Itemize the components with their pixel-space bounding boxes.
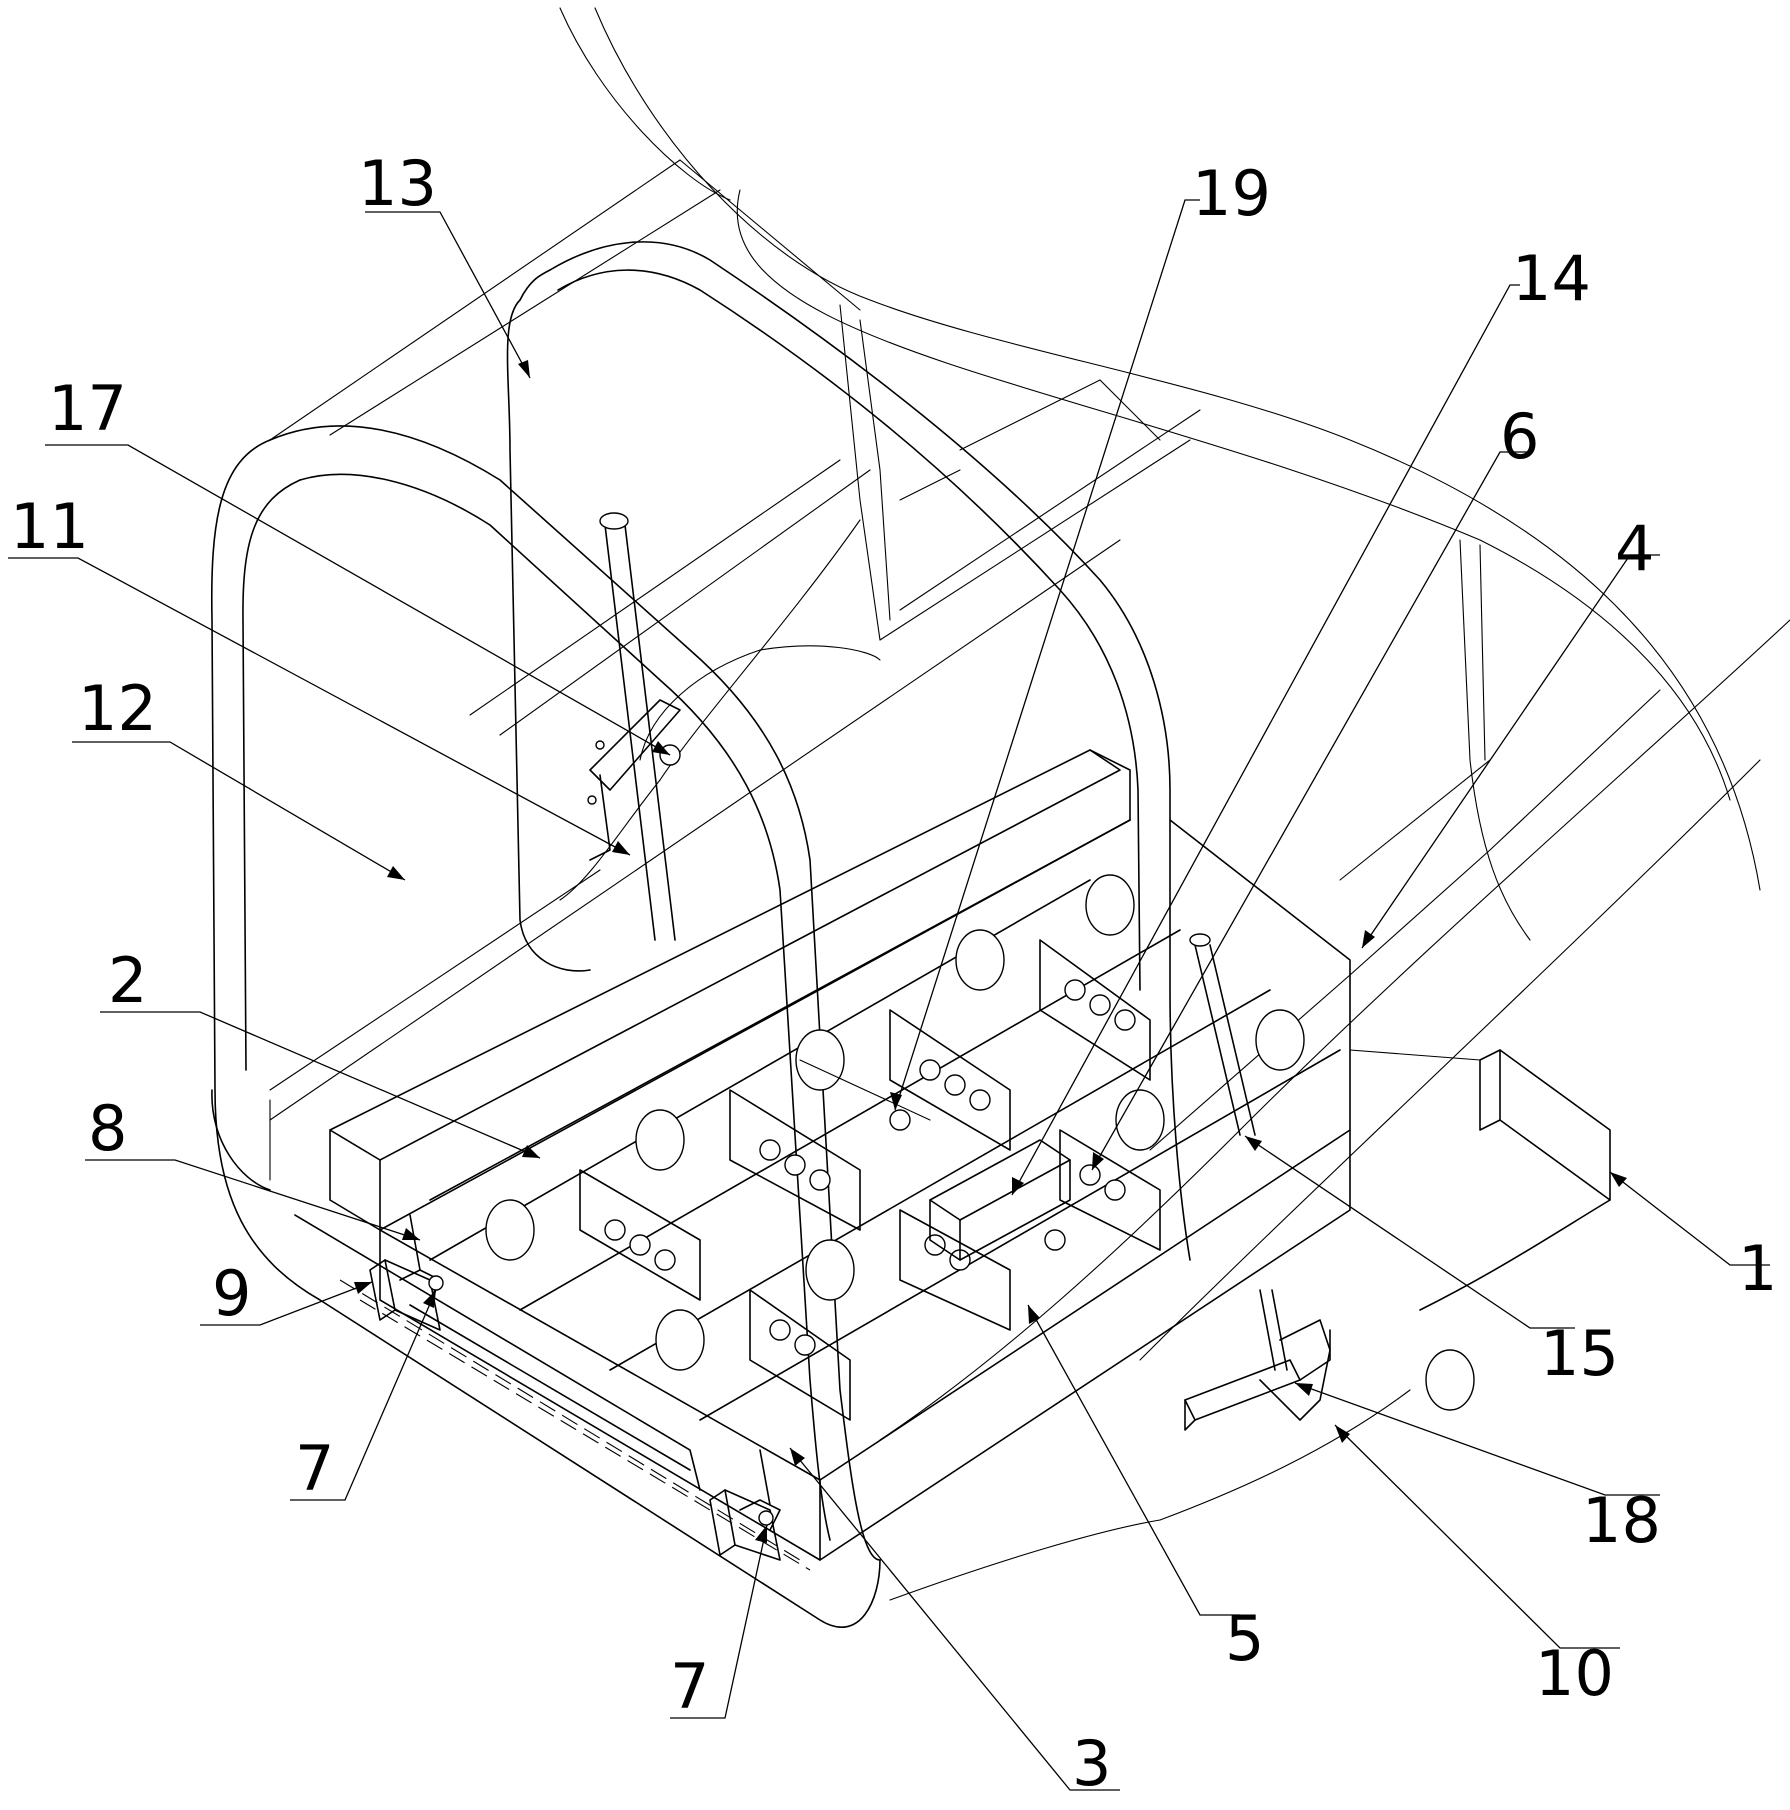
callout-4: 4 (1615, 512, 1654, 585)
callout-5: 5 (1225, 1602, 1264, 1675)
front-lugs (369, 1214, 781, 1561)
callout-18: 18 (1582, 1484, 1661, 1557)
rear-frame-13 (506, 241, 1191, 1261)
hinge-bracket-18 (1184, 1319, 1331, 1431)
callout-14: 14 (1512, 242, 1591, 315)
right-beam-1 (1349, 1049, 1611, 1311)
leader-lines (8, 199, 1770, 1791)
callout-10: 10 (1535, 1637, 1614, 1710)
callout-1: 1 (1738, 1232, 1777, 1305)
callout-8: 8 (88, 1092, 127, 1165)
actuator-14 (799, 1059, 1071, 1261)
callout-19: 19 (1192, 157, 1271, 230)
callout-15: 15 (1540, 1317, 1619, 1390)
callout-13: 13 (358, 147, 437, 220)
callout-3: 3 (1072, 1727, 1111, 1800)
callout-2: 2 (108, 944, 147, 1017)
callout-7b: 7 (670, 1650, 709, 1723)
callout-labels: 13 19 14 6 4 17 11 12 2 8 9 7 7 3 5 10 1… (10, 147, 1777, 1800)
fuselage-outline (559, 7, 1790, 1601)
callout-12: 12 (78, 672, 157, 745)
callout-17: 17 (48, 372, 127, 445)
hinge-bracket-17 (587, 699, 681, 861)
cabin-panels (269, 159, 1531, 1181)
callout-11: 11 (10, 490, 89, 563)
floor-frame-3 (294, 819, 1351, 1571)
front-frame-12 (210, 425, 881, 1628)
ribs (579, 939, 1161, 1421)
callout-7a: 7 (295, 1432, 334, 1505)
callout-9: 9 (212, 1257, 251, 1330)
lightening-holes (485, 874, 1475, 1411)
callout-6: 6 (1500, 400, 1539, 473)
